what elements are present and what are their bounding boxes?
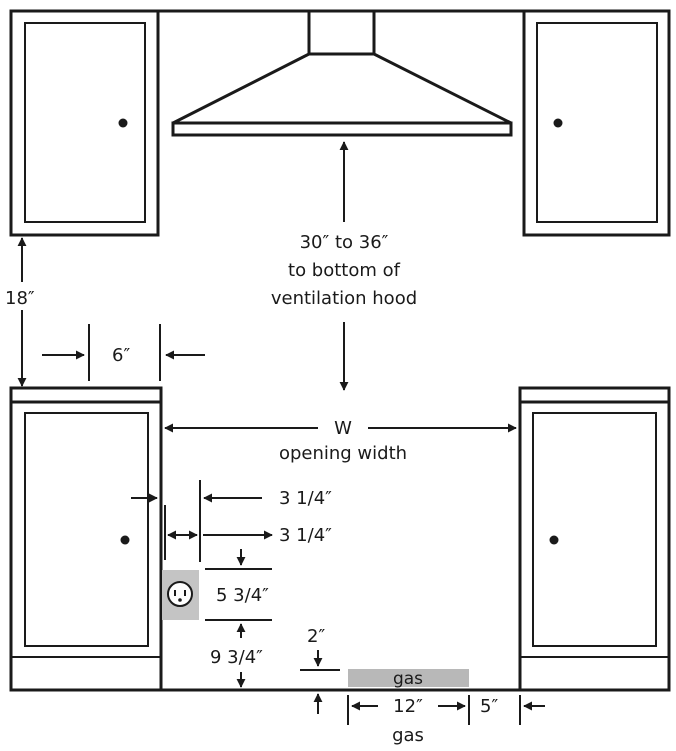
clearance-label: 18″	[5, 288, 35, 309]
gas-zone-label: gas	[393, 669, 423, 689]
gas-height-label: 2″	[307, 626, 325, 647]
hood-height-label-2: to bottom of	[288, 260, 401, 281]
width-symbol: W	[334, 418, 352, 439]
cabinet-knob-icon	[118, 118, 128, 128]
cabinet-knob-icon	[549, 535, 559, 545]
gas-caption: gas	[392, 725, 424, 746]
gas-offset-label: 5″	[480, 696, 498, 717]
upper-left-cabinet	[9, 9, 160, 237]
side-offset-label: 6″	[112, 345, 130, 366]
outlet-offset-b-label: 3 1/4″	[279, 525, 332, 546]
hood-height-label: 30″ to 36″	[300, 232, 389, 253]
cabinet-knob-icon	[120, 535, 130, 545]
outlet-floor-label: 9 3/4″	[210, 647, 263, 668]
lower-right-cabinet	[518, 386, 671, 692]
upper-right-cabinet	[522, 9, 671, 237]
gas-width-label: 12″	[393, 696, 423, 717]
lower-left-cabinet	[9, 386, 163, 692]
width-caption: opening width	[279, 443, 407, 464]
electrical-outlet-icon	[162, 570, 199, 620]
hood-height-label-3: ventilation hood	[271, 288, 417, 309]
gas-zone	[348, 669, 469, 687]
ventilation-hood	[171, 9, 513, 137]
outlet-offset-a-label: 3 1/4″	[279, 488, 332, 509]
outlet-height-label: 5 3/4″	[216, 585, 269, 606]
cabinet-knob-icon	[553, 118, 563, 128]
